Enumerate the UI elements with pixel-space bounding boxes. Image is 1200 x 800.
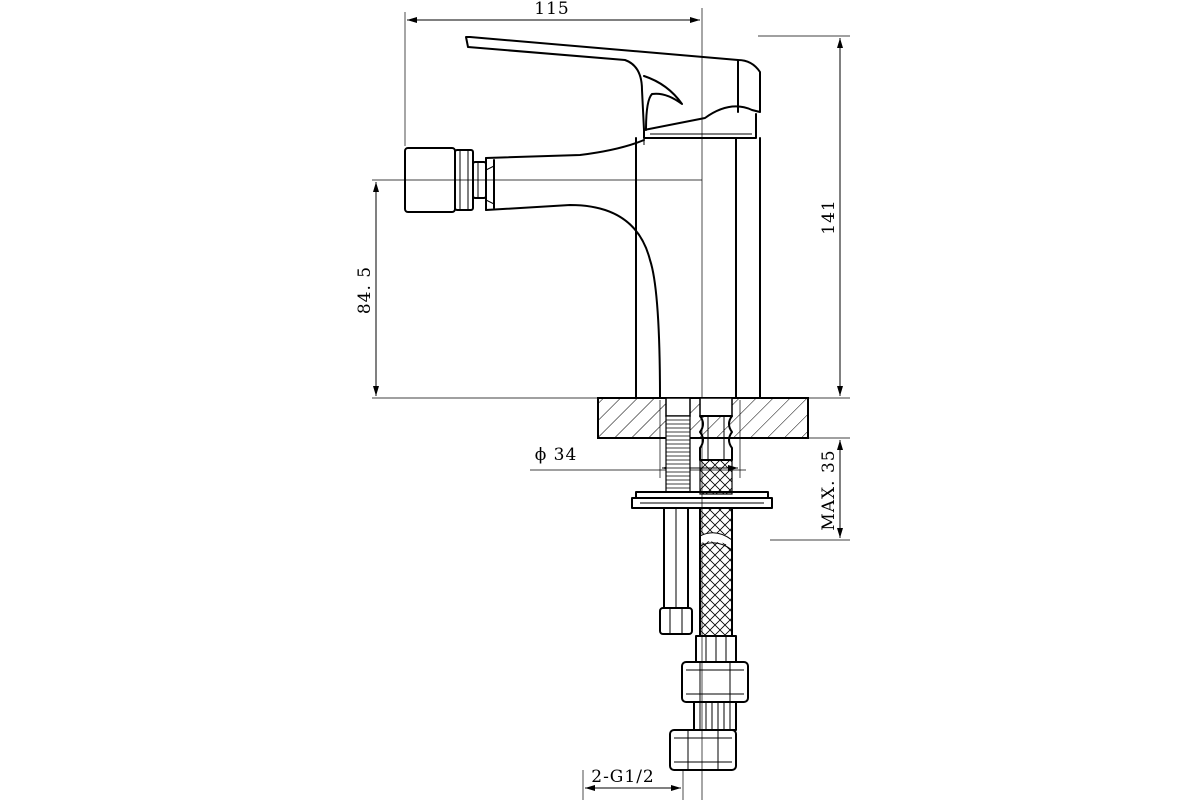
hex-nut-upper — [681, 661, 749, 703]
dimension-overall-width: 115 — [407, 0, 700, 23]
dim-label-outlet-height: 84. 5 — [355, 266, 375, 314]
left-supply-tube — [659, 507, 693, 635]
threaded-stud — [665, 415, 691, 493]
hex-nut-lower — [669, 729, 737, 771]
hose-connector — [699, 415, 733, 495]
dimension-overall-height: 141 — [819, 38, 843, 396]
braided-hose — [695, 507, 737, 663]
dimension-outlet-height: 84. 5 — [355, 182, 379, 396]
bidet-nozzle — [404, 147, 487, 213]
base-plate — [597, 397, 809, 439]
dim-label-height: 141 — [819, 199, 839, 234]
spout — [485, 139, 661, 399]
dimension-max-thickness: MAX. 35 — [819, 440, 843, 538]
lever-handle — [465, 36, 761, 139]
dim-label-connection: 2-G1/2 — [591, 767, 655, 787]
threaded-nipple — [693, 701, 737, 731]
mixer-body — [635, 137, 761, 399]
dim-label-width: 115 — [534, 0, 569, 19]
dim-label-diameter: ϕ 34 — [535, 445, 578, 465]
dim-label-max-thickness: MAX. 35 — [819, 449, 839, 530]
dimension-connection: 2-G1/2 — [585, 767, 681, 791]
